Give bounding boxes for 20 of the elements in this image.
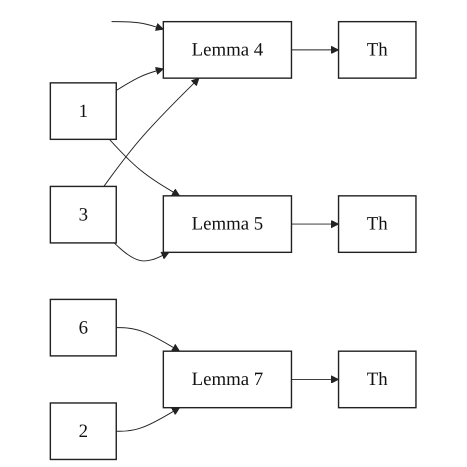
- node-box: 2: [50, 402, 118, 460]
- arrow: [291, 375, 340, 384]
- arrow: [109, 138, 180, 196]
- arrow: [116, 407, 180, 432]
- node-box: Th: [338, 20, 417, 79]
- arrow: [104, 78, 200, 187]
- arrow: [111, 21, 164, 31]
- node-box: 1: [50, 82, 118, 140]
- node-box: 3: [50, 186, 118, 244]
- arrow: [114, 242, 170, 262]
- node-box: Lemma 7: [162, 350, 293, 408]
- node-box: Lemma 5: [162, 195, 293, 254]
- node-box: Th: [338, 350, 417, 408]
- node-box: 6: [50, 298, 118, 357]
- node-box: Th: [338, 195, 417, 254]
- arrow: [291, 220, 340, 228]
- arrow: [116, 327, 180, 352]
- arrow: [116, 66, 164, 91]
- arrow: [291, 46, 340, 54]
- node-box: Lemma 4: [162, 20, 293, 79]
